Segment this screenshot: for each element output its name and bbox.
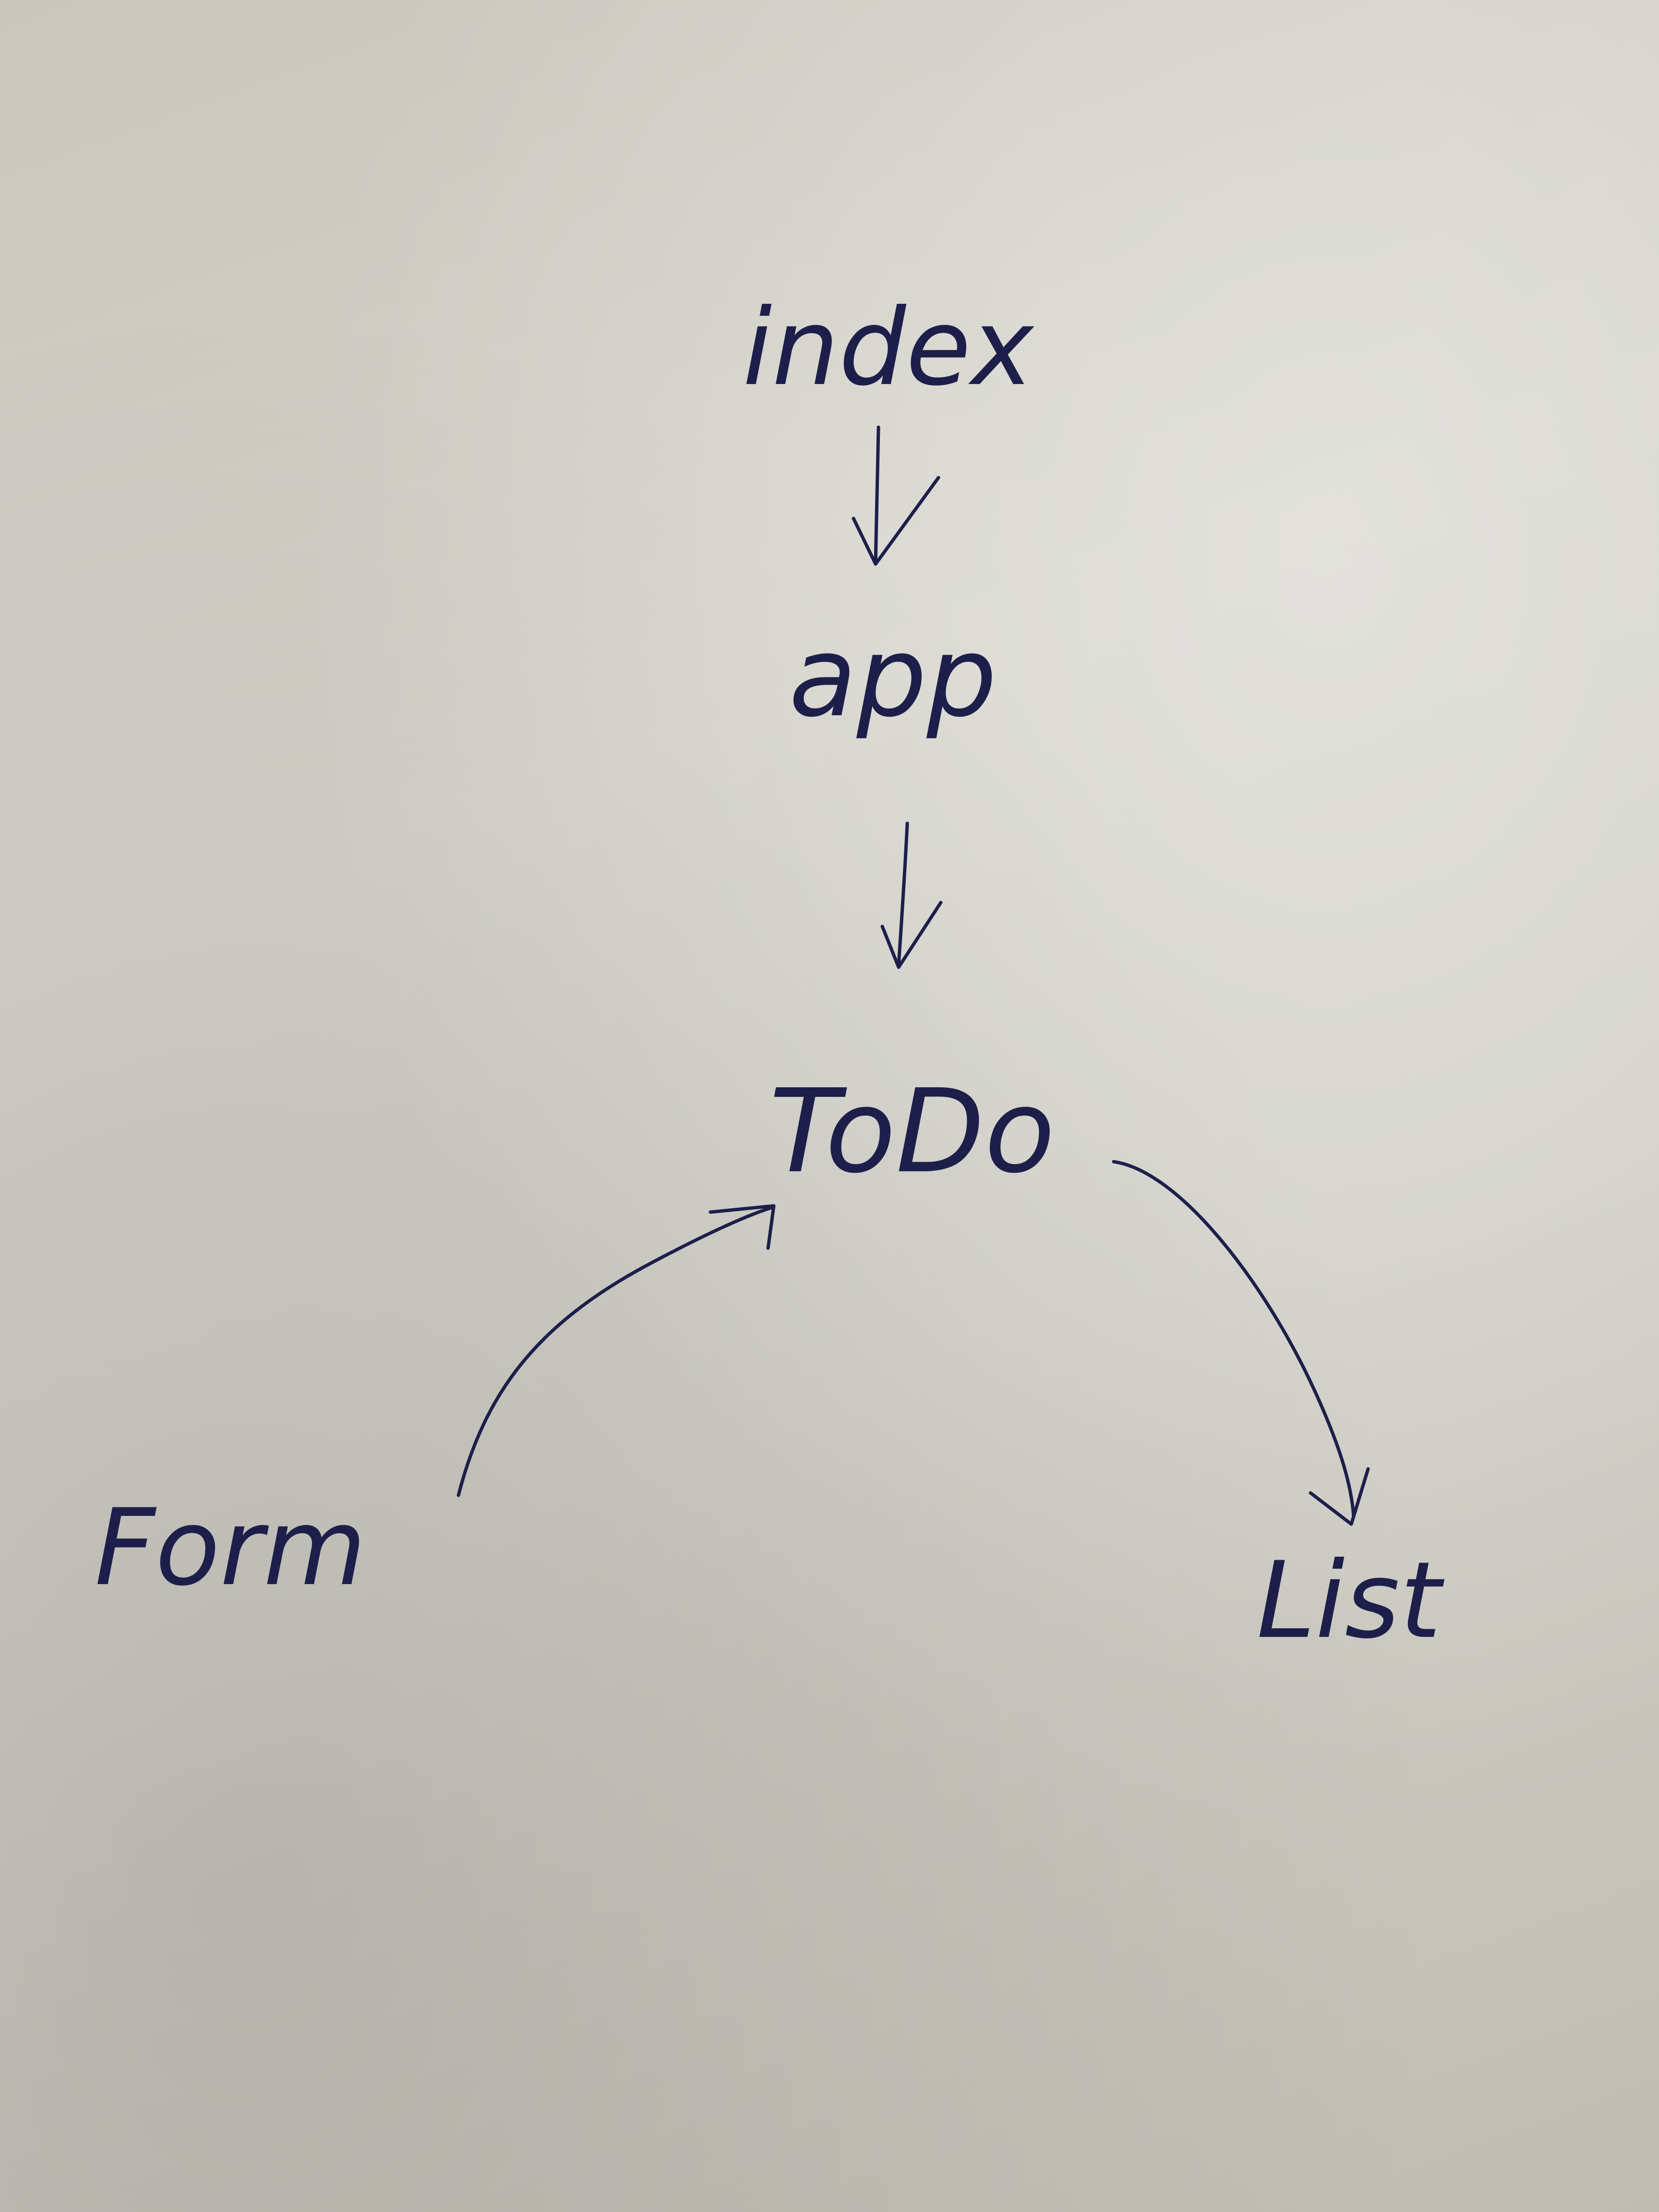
node-list: List [1257,1539,1445,1662]
edge-index-to-app [852,425,940,566]
edge-app-to-todo-arrowhead [880,901,943,969]
edge-todo-to-list-line [1112,1160,1356,1519]
node-index: index [743,286,1035,409]
edge-app-to-todo [880,821,943,969]
edge-app-to-todo-line [897,821,909,967]
edge-index-to-app-line [874,425,880,564]
edge-form-to-todo-arrowhead [709,1204,776,1250]
edge-todo-to-list [1112,1160,1370,1526]
node-form: Form [95,1486,366,1609]
edge-form-to-todo-line [457,1205,775,1497]
node-app: app [789,613,997,742]
edge-todo-to-list-arrowhead [1309,1467,1370,1526]
node-todo: ToDo [769,1064,1055,1199]
edge-form-to-todo [457,1204,776,1497]
edge-index-to-app-arrowhead [852,476,940,566]
